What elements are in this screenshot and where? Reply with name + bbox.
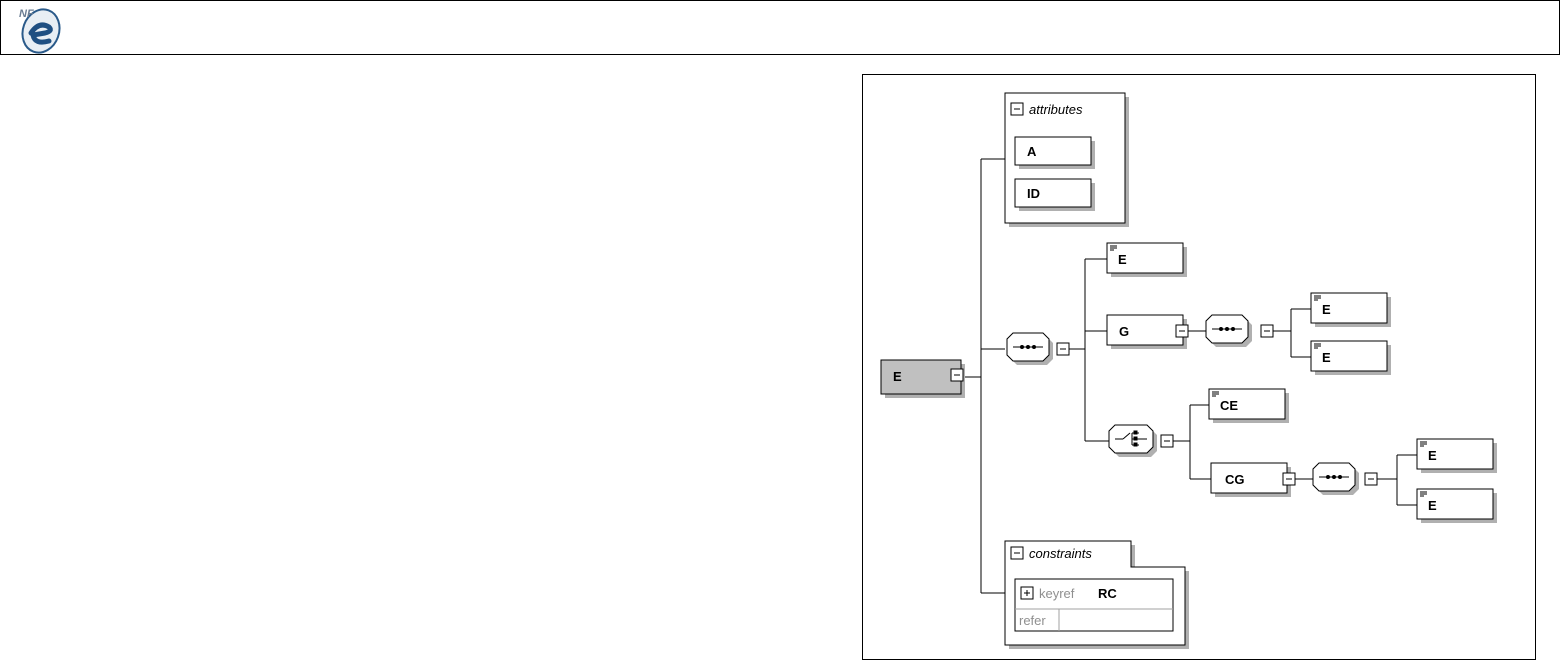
attributes-title: attributes xyxy=(1029,102,1083,117)
nfe-logo-icon: NF xyxy=(19,8,61,54)
element-top-E-label: E xyxy=(1118,252,1127,267)
choice-collapse-icon[interactable] xyxy=(1160,434,1174,448)
choice-compositor[interactable] xyxy=(1108,424,1174,457)
choice-group-CG-collapse-icon[interactable] xyxy=(1282,472,1296,486)
schema-diagram-frame: attributes A ID E xyxy=(862,74,1536,660)
root-element-label: E xyxy=(893,369,902,384)
choice-group-CG-child-E-2-label: E xyxy=(1428,498,1437,513)
choice-group-CG-child-E-2[interactable]: E xyxy=(1416,488,1497,523)
constraints-collapse-icon[interactable] xyxy=(1010,546,1024,560)
choice-element-CE[interactable]: CE xyxy=(1208,388,1289,423)
group-G-label: G xyxy=(1119,324,1129,339)
group-G-collapse-icon[interactable] xyxy=(1175,324,1189,338)
text-content-icon xyxy=(1314,343,1321,349)
group-G-sequence-compositor[interactable] xyxy=(1205,314,1274,347)
text-content-icon xyxy=(1110,245,1117,251)
attributes-collapse-icon[interactable] xyxy=(1010,102,1024,116)
attribute-ID-label: ID xyxy=(1027,186,1040,201)
group-G[interactable]: G xyxy=(1106,314,1189,349)
choice-group-CG[interactable]: CG xyxy=(1210,462,1296,497)
choice-group-CG-child-E-1[interactable]: E xyxy=(1416,438,1497,473)
keyref-refer-label: refer xyxy=(1019,613,1046,628)
header-bar: NF xyxy=(0,0,1560,55)
group-G-child-E-1[interactable]: E xyxy=(1310,292,1391,327)
text-content-icon xyxy=(1420,491,1427,497)
keyref-RC[interactable]: keyref RC refer xyxy=(1014,578,1174,632)
text-content-icon xyxy=(1314,295,1321,301)
keyref-kind: keyref xyxy=(1039,586,1075,601)
choice-group-CG-sequence-collapse-icon[interactable] xyxy=(1364,472,1378,486)
text-content-icon xyxy=(1212,391,1219,397)
choice-element-CE-label: CE xyxy=(1220,398,1238,413)
choice-group-CG-child-E-1-label: E xyxy=(1428,448,1437,463)
attribute-ID[interactable]: ID xyxy=(1014,178,1095,211)
attribute-A[interactable]: A xyxy=(1014,136,1095,169)
choice-group-CG-sequence-compositor[interactable] xyxy=(1312,462,1378,495)
keyref-name: RC xyxy=(1098,586,1117,601)
keyref-expand-icon[interactable] xyxy=(1020,586,1034,600)
group-G-sequence-collapse-icon[interactable] xyxy=(1260,324,1274,338)
choice-group-CG-label: CG xyxy=(1225,472,1245,487)
choice-icon xyxy=(1115,430,1147,447)
constraints-title: constraints xyxy=(1029,546,1092,561)
root-collapse-icon[interactable] xyxy=(950,368,964,382)
svg-text:NF: NF xyxy=(19,8,34,20)
element-top-E[interactable]: E xyxy=(1106,242,1187,277)
root-element[interactable]: E xyxy=(880,359,965,398)
attributes-group: attributes A ID xyxy=(1004,92,1129,227)
group-G-child-E-2[interactable]: E xyxy=(1310,340,1391,375)
schema-diagram: attributes A ID E xyxy=(880,92,1497,649)
sequence-compositor[interactable] xyxy=(1006,332,1070,365)
text-content-icon xyxy=(1420,441,1427,447)
group-G-child-E-1-label: E xyxy=(1322,302,1331,317)
constraints-group: constraints keyref RC refer xyxy=(1004,540,1189,649)
connector-lines xyxy=(965,158,1417,594)
sequence-collapse-icon[interactable] xyxy=(1056,342,1070,356)
attribute-A-label: A xyxy=(1027,144,1037,159)
group-G-child-E-2-label: E xyxy=(1322,350,1331,365)
